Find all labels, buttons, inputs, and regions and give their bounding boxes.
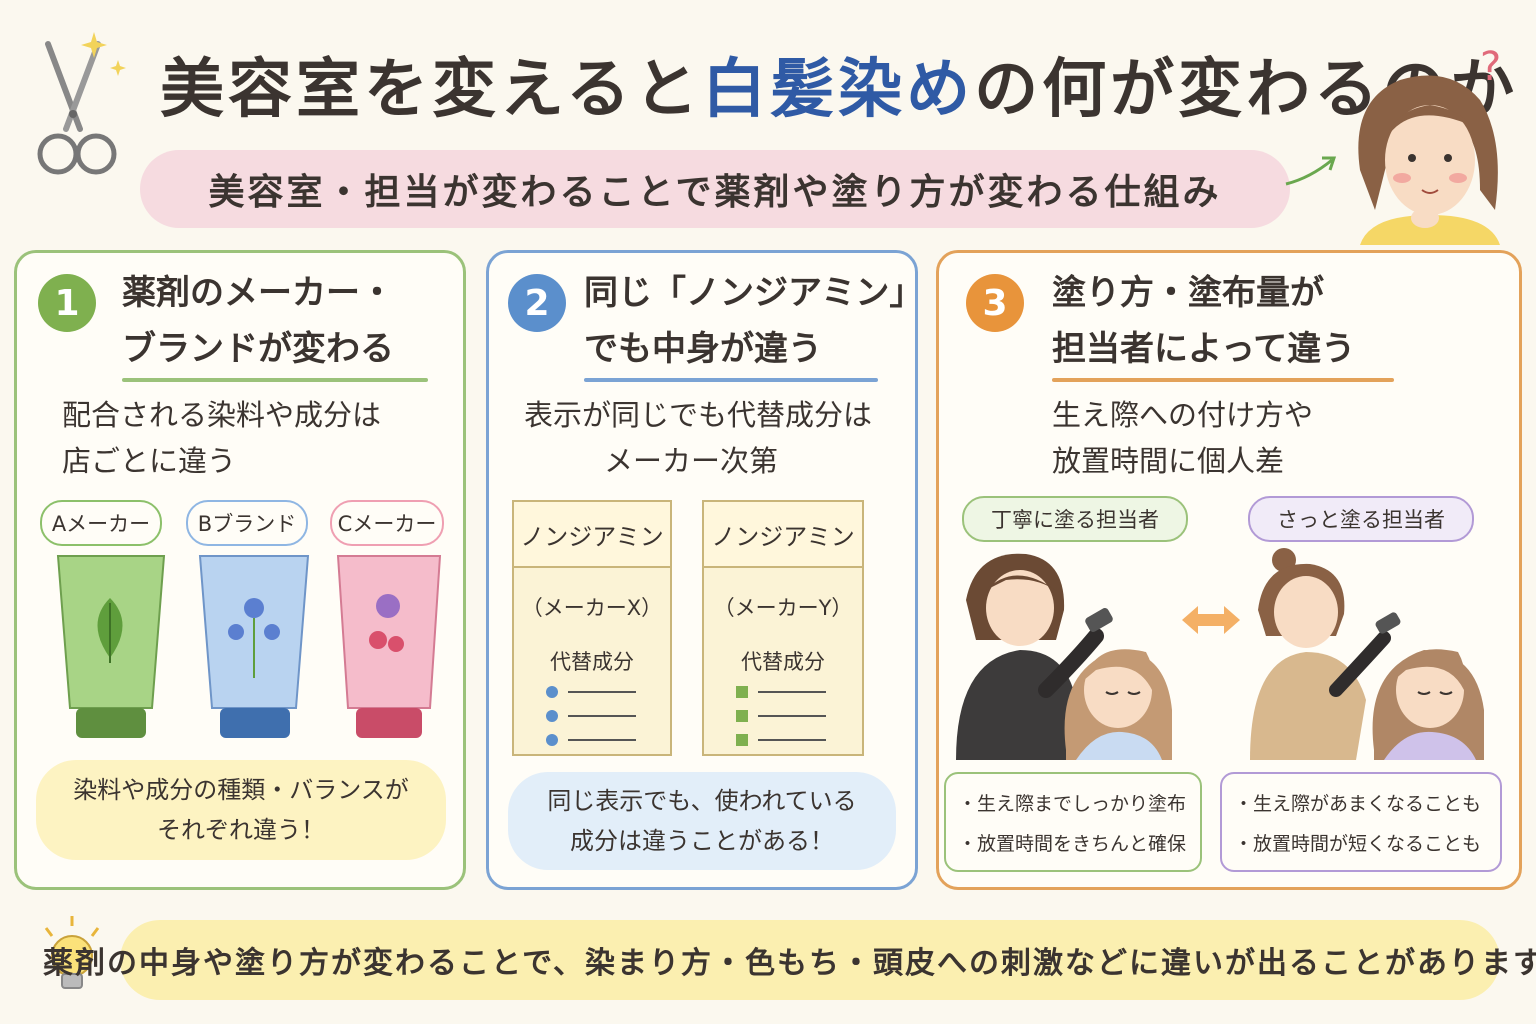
panel1-note-line2: それぞれ違う！ (157, 816, 325, 844)
panel1-note-line1: 染料や成分の種類・バランスが (73, 776, 409, 804)
box-y-bullets (736, 686, 826, 746)
box-y-name: ノンジアミン (704, 502, 862, 568)
ingredient-box-y: ノンジアミン （メーカーY） 代替成分 (702, 500, 864, 756)
panel2-note: 同じ表示でも、使われている 成分は違うことがある！ (508, 772, 896, 870)
panel1-title-line1: 薬剤のメーカー・ (122, 273, 394, 313)
step-number-1: 1 (38, 274, 96, 332)
careful-note-line1: ・生え際までしっかり塗布 (958, 793, 1187, 815)
panel2-title-line2: でも中身が違う (584, 329, 822, 369)
panel2-body-line2: メーカー次第 (604, 444, 779, 478)
tube-a-icon (56, 555, 166, 738)
panel3-title-line2: 担当者によって違う (1052, 329, 1356, 369)
title-part1: 美容室を変えると (160, 53, 703, 127)
panel3-title-line1: 塗り方・塗布量が (1052, 273, 1324, 313)
subtitle-band: 美容室・担当が変わることで薬剤や塗り方が変わる仕組み (140, 150, 1290, 228)
careful-stylist-illustration (956, 553, 1172, 760)
lightbulb-icon (44, 916, 100, 989)
careful-note-line2: ・放置時間をきちんと確保 (958, 833, 1187, 855)
arrow-icon (1285, 156, 1337, 186)
tube-b-icon (198, 555, 310, 738)
panel2-note-line2: 成分は違うことがある！ (570, 827, 834, 855)
product-label-c: Cメーカー (330, 500, 444, 546)
panel2-underline (584, 378, 878, 382)
quick-stylist-note: ・生え際があまくなることも ・放置時間が短くなることも (1220, 772, 1502, 872)
quick-note-line1: ・生え際があまくなることも (1234, 793, 1482, 815)
step-number-2: 2 (508, 274, 566, 332)
scissors-icon (37, 41, 117, 175)
ingredient-box-x: ノンジアミン （メーカーX） 代替成分 (512, 500, 672, 756)
careful-stylist-label: 丁寧に塗る担当者 (962, 496, 1188, 542)
panel3-underline (1052, 378, 1394, 382)
quick-note-line2: ・放置時間が短くなることも (1234, 833, 1482, 855)
thinking-woman-illustration: ? (1358, 44, 1501, 245)
panel1-underline (122, 378, 428, 382)
panel1-note: 染料や成分の種類・バランスが それぞれ違う！ (36, 760, 446, 860)
tube-c-icon (336, 555, 442, 738)
panel1-title-line2: ブランドが変わる (122, 329, 394, 369)
step-number-3: 3 (966, 274, 1024, 332)
color-tubes (56, 555, 442, 738)
box-x-name: ノンジアミン (514, 502, 670, 568)
double-arrow-icon (1182, 606, 1240, 634)
panel2-title-line1: 同じ「ノンジアミン」 (584, 273, 924, 313)
product-label-a: Aメーカー (40, 500, 162, 546)
box-y-maker: （メーカーY） (713, 596, 853, 620)
box-x-maker: （メーカーX） (521, 596, 663, 620)
panel3-body-line2: 放置時間に個人差 (1052, 444, 1285, 478)
careful-stylist-note: ・生え際までしっかり塗布 ・放置時間をきちんと確保 (944, 772, 1202, 872)
subtitle-text: 美容室・担当が変わることで薬剤や塗り方が変わる仕組み (208, 172, 1222, 213)
quick-stylist-illustration (1250, 548, 1484, 760)
title-accent: 白髪染め (702, 53, 975, 127)
svg-text:?: ? (1480, 44, 1501, 90)
product-label-b: Bブランド (186, 500, 308, 546)
box-x-bullets (546, 686, 636, 746)
panel2-body-line1: 表示が同じでも代替成分は (524, 398, 873, 432)
sparkle-icon (81, 32, 126, 76)
bottom-summary: 薬剤の中身や塗り方が変わることで、染まり方・色もち・頭皮への刺激などに違いが出る… (43, 920, 1536, 1000)
page-title: 美容室を変えると白髪染めの何が変わるのか (160, 40, 1514, 140)
bottom-summary-text: 薬剤の中身や塗り方が変わることで、染まり方・色もち・頭皮への刺激などに違いが出る… (43, 946, 1536, 981)
box-y-ingredient: 代替成分 (741, 650, 825, 674)
panel1-body-line1: 配合される染料や成分は (62, 398, 382, 432)
box-x-ingredient: 代替成分 (550, 650, 634, 674)
panel1-body-line2: 店ごとに違う (62, 444, 237, 478)
panel2-note-line1: 同じ表示でも、使われている (547, 787, 857, 815)
quick-stylist-label: さっと塗る担当者 (1248, 496, 1474, 542)
panel3-body-line1: 生え際への付け方や (1052, 398, 1314, 432)
